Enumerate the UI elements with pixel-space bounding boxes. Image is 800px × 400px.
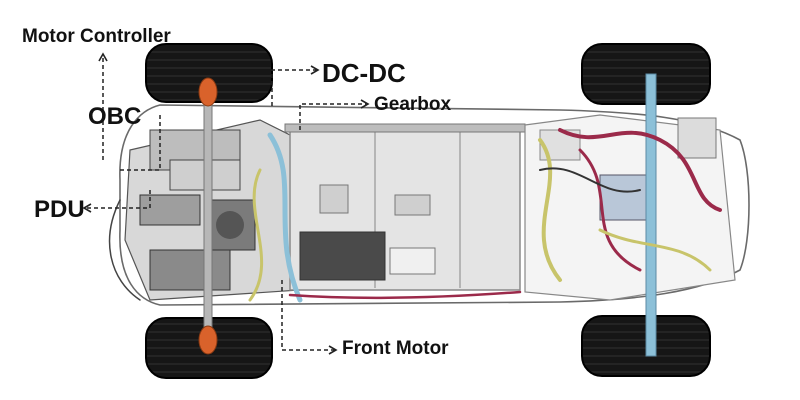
leader-front-motor [281,280,338,355]
label-motor-controller: Motor Controller [22,26,171,47]
label-pdu: PDU [34,196,85,223]
front-motor [198,77,218,355]
busbar-strip [284,123,526,133]
rear-axle-shaft [645,73,657,357]
chassis-outline [119,104,750,306]
label-dc-dc: DC-DC [322,58,406,88]
leader-pdu [82,190,151,213]
leader-dc-dc [271,65,320,106]
front-axle-shaft [203,91,213,329]
wiring-harness [108,128,722,303]
label-gearbox: Gearbox [374,94,452,115]
leader-lines [82,52,370,355]
leader-gearbox [299,99,370,130]
label-obc: OBC [88,103,142,130]
battery-pack [289,129,521,291]
label-front-motor: Front Motor [342,338,449,359]
